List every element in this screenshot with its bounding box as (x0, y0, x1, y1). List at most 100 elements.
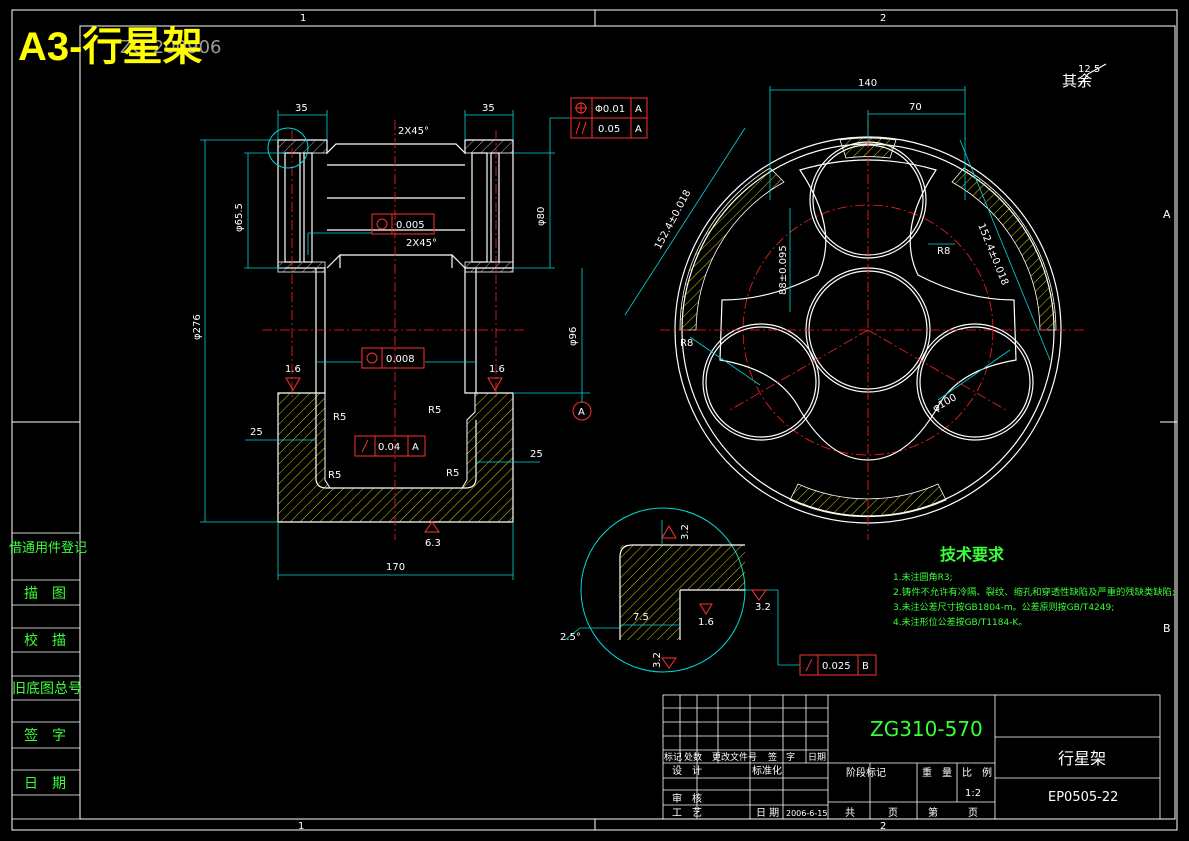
tb-label-count: 处数 (684, 751, 702, 763)
tol-frame-runout (354, 435, 426, 457)
tb-scale-value: 1:2 (965, 788, 981, 799)
detail-rough-a: 3.2 (680, 524, 691, 540)
detail-view (564, 507, 800, 673)
tb-stage-mark: 阶段标记 (846, 766, 886, 779)
tb-review: 审 核 (672, 792, 702, 805)
title-block-material: ZG310-570 (870, 717, 983, 741)
dim-dia-80: φ80 (536, 207, 547, 226)
roughness-other-label: 其余 (1062, 72, 1092, 90)
tb-design: 设 计 (672, 764, 702, 777)
zone-mark-top-2: 2 (880, 13, 886, 24)
tech-req-item-4: 4.未注形位公差按GB/T1184-K。 (893, 616, 1027, 628)
dim-dia-65: φ65.5 (234, 203, 245, 232)
tb-label-change: 更改文件号 (712, 751, 757, 763)
tech-req-heading: 技术要求 (940, 545, 1005, 564)
tb-standardize: 标准化 (752, 764, 782, 777)
left-col-trace: 描 图 (24, 586, 66, 602)
dim-r5-a: R5 (333, 412, 346, 423)
detail-tol-value: 0.025 (822, 661, 851, 672)
zone-mark-top-1: 1 (300, 13, 306, 24)
detail-tol-datum: B (862, 661, 869, 672)
tb-page: 页 (968, 807, 978, 819)
tb-label-sign: 签 字 (768, 751, 795, 763)
dim-right-35: 35 (482, 103, 495, 114)
tol-frame-parallel (570, 117, 648, 139)
tol-frame-cyl-1 (371, 213, 435, 235)
overlay-title: ZG-200906 (120, 37, 222, 58)
tb-scale: 比 例 (962, 766, 992, 779)
roughness-other-value: 12.5 (1078, 64, 1100, 75)
dim-r8-b: R8 (680, 338, 693, 349)
dim-left-25: 25 (250, 427, 263, 438)
tol-runout-datum: A (412, 442, 419, 453)
tb-no: 第 (928, 806, 938, 819)
left-col-old-no: 旧底图总号 (12, 681, 82, 697)
tech-req-item-2: 2.铸件不允许有冷隔、裂纹、缩孔和穿透性缺陷及严重的残缺类缺陷; (893, 586, 1175, 598)
tol-position-datum: A (635, 104, 642, 115)
dim-r5-c: R5 (328, 470, 341, 481)
tol-runout-value: 0.04 (378, 442, 400, 453)
roughness-bottom: 6.3 (425, 538, 441, 549)
tb-process: 工 艺 (672, 807, 702, 819)
tol-cyl-1-value: 0.005 (396, 220, 425, 231)
dim-bottom-170: 170 (386, 562, 405, 573)
tol-parallel-datum: A (635, 124, 642, 135)
tol-cyl-2-value: 0.008 (386, 354, 415, 365)
tb-label-mark: 标记 (664, 751, 682, 763)
left-col-check: 校 描 (24, 632, 66, 649)
drawing-frame (11, 9, 1178, 831)
zone-mark-bottom-2: 2 (880, 821, 886, 832)
tb-date-value: 2006-6-15 (786, 809, 827, 818)
left-col-borrow: 借通用件登记 (9, 541, 87, 556)
detail-rough-c: 3.2 (755, 602, 771, 613)
title-block-part-name: 行星架 (1058, 749, 1106, 768)
dim-pcd-right: 152.4±0.018 (975, 222, 1010, 287)
dim-r5-b: R5 (428, 405, 441, 416)
section-dimensions (200, 110, 592, 580)
detail-tol-frame (799, 654, 877, 676)
title-block-grid (662, 694, 1161, 820)
left-col-date: 日 期 (24, 776, 66, 792)
dim-w70: 70 (909, 102, 922, 113)
detail-chamfer: 2.5° (560, 632, 581, 643)
roughness-right: 1.6 (489, 364, 505, 375)
tol-frame-cyl-2 (361, 347, 425, 369)
dim-chamfer-mid: 2X45° (406, 238, 437, 249)
tech-req-item-3: 3.未注公差尺寸按GB1804-m。公差原则按GB/T4249; (893, 601, 1114, 613)
left-col-sign: 签 字 (24, 727, 66, 744)
zone-mark-right-a: A (1163, 208, 1171, 221)
dim-dia-96: φ96 (568, 327, 579, 346)
face-view (660, 120, 1085, 540)
dim-pcd-left: 152.4±0.018 (653, 188, 694, 251)
dim-w140: 140 (858, 78, 877, 89)
tol-parallel-value: 0.05 (598, 124, 620, 135)
tol-position-value: Φ0.01 (595, 104, 625, 115)
datum-a-label: A (578, 407, 585, 418)
roughness-left: 1.6 (285, 364, 301, 375)
page-title: A3-行星架 (18, 25, 202, 69)
dim-r5-d: R5 (446, 468, 459, 479)
tb-weight: 重 量 (922, 766, 952, 779)
dim-chamfer-top: 2X45° (398, 126, 429, 137)
title-block-drawing-no: EP0505-22 (1048, 790, 1118, 805)
zone-mark-bottom-1: 1 (298, 821, 304, 832)
left-column-grid (11, 532, 81, 820)
tb-sheet: 页 (888, 807, 898, 819)
detail-rough-d: 3.2 (652, 652, 663, 668)
face-dimensions (624, 86, 1051, 401)
dim-right-25: 25 (530, 449, 543, 460)
roughness-other: 其余 12.5 (1062, 63, 1107, 90)
dim-left-35: 35 (295, 103, 308, 114)
detail-dim-7-5: 7.5 (633, 612, 649, 623)
tb-date-label: 日 期 (756, 807, 779, 819)
dim-r8-a: R8 (937, 246, 950, 257)
zone-mark-right-b: B (1163, 622, 1171, 635)
dim-center-dist: 88±0.095 (778, 245, 789, 295)
section-view (262, 120, 525, 540)
tb-label-date: 日期 (808, 752, 826, 763)
tech-req-item-1: 1.未注圆角R3; (893, 571, 953, 583)
dim-dia-276: φ276 (192, 314, 203, 340)
tb-total: 共 (845, 807, 855, 819)
detail-rough-b: 1.6 (698, 617, 714, 628)
